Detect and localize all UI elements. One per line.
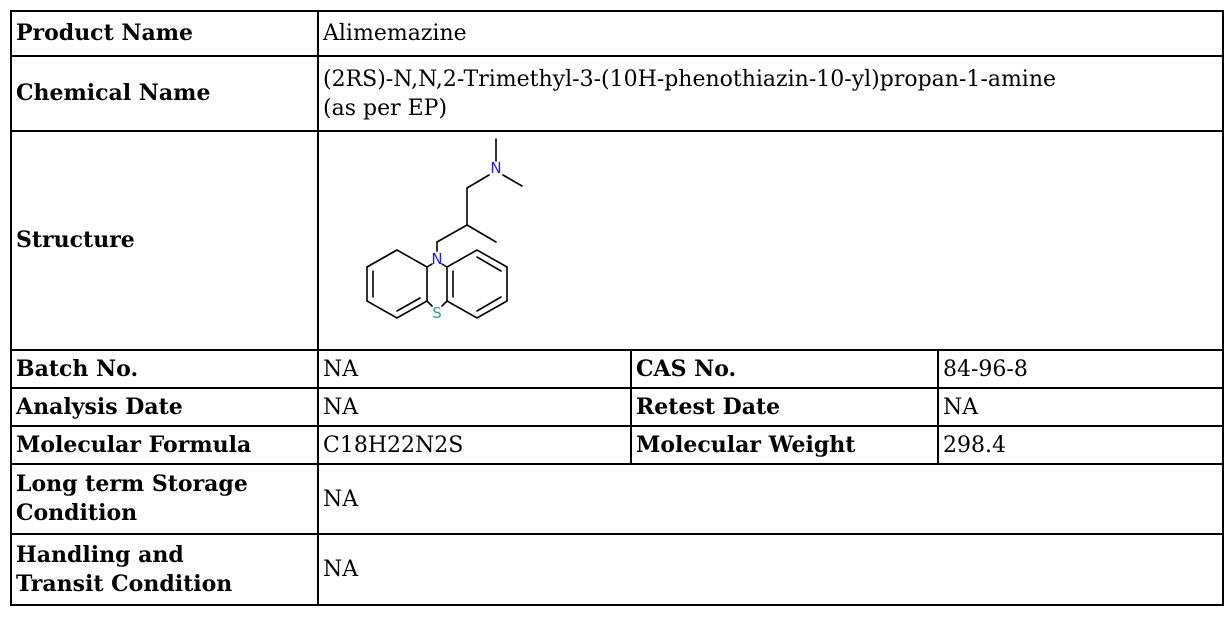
amine-n-atom: N bbox=[490, 159, 501, 177]
storage-label-line1: Long term Storage bbox=[16, 471, 248, 497]
row-product-name: Product Name Alimemazine bbox=[10, 10, 1225, 57]
sulfur-atom: S bbox=[432, 304, 442, 322]
product-spec-table: Product Name Alimemazine Chemical Name (… bbox=[10, 10, 1225, 606]
row-structure: Structure bbox=[10, 130, 1225, 351]
chemical-name-line1: (2RS)-N,N,2-Trimethyl-3-(10H-phenothiazi… bbox=[323, 66, 1057, 92]
structure-cell: N N S bbox=[316, 130, 1225, 351]
structure-diagram: N N S bbox=[366, 138, 523, 322]
storage-value: NA bbox=[316, 463, 1225, 535]
structure-bonds bbox=[366, 138, 523, 319]
chemical-name-line2: (as per EP) bbox=[323, 95, 448, 121]
row-chemical-name: Chemical Name (2RS)-N,N,2-Trimethyl-3-(1… bbox=[10, 55, 1225, 132]
row-dates: Analysis Date NA Retest Date NA bbox=[10, 387, 1225, 427]
formula-label: Molecular Formula bbox=[10, 425, 319, 465]
cas-value: 84-96-8 bbox=[936, 349, 1225, 389]
storage-label-line2: Condition bbox=[16, 500, 138, 526]
analysis-date-label: Analysis Date bbox=[10, 387, 319, 427]
weight-label: Molecular Weight bbox=[630, 425, 939, 465]
retest-date-value: NA bbox=[936, 387, 1225, 427]
ring-n-atom: N bbox=[431, 250, 442, 268]
structure-label: Structure bbox=[10, 130, 319, 351]
product-name-value: Alimemazine bbox=[316, 10, 1225, 57]
product-name-label: Product Name bbox=[10, 10, 319, 57]
batch-value: NA bbox=[317, 349, 632, 389]
handling-value: NA bbox=[316, 533, 1225, 606]
weight-value: 298.4 bbox=[936, 425, 1225, 465]
row-batch-cas: Batch No. NA CAS No. 84-96-8 bbox=[10, 349, 1225, 389]
formula-value: C18H22N2S bbox=[317, 425, 632, 465]
chemical-name-value: (2RS)-N,N,2-Trimethyl-3-(10H-phenothiazi… bbox=[316, 55, 1225, 132]
row-formula-weight: Molecular Formula C18H22N2S Molecular We… bbox=[10, 425, 1225, 465]
handling-label-line2: Transit Condition bbox=[16, 570, 233, 597]
chemical-name-label: Chemical Name bbox=[10, 55, 319, 132]
batch-label: Batch No. bbox=[10, 349, 319, 389]
cas-label: CAS No. bbox=[630, 349, 939, 389]
analysis-date-value: NA bbox=[317, 387, 632, 427]
handling-label-line1: Handling and bbox=[16, 541, 184, 568]
retest-date-label: Retest Date bbox=[630, 387, 939, 427]
